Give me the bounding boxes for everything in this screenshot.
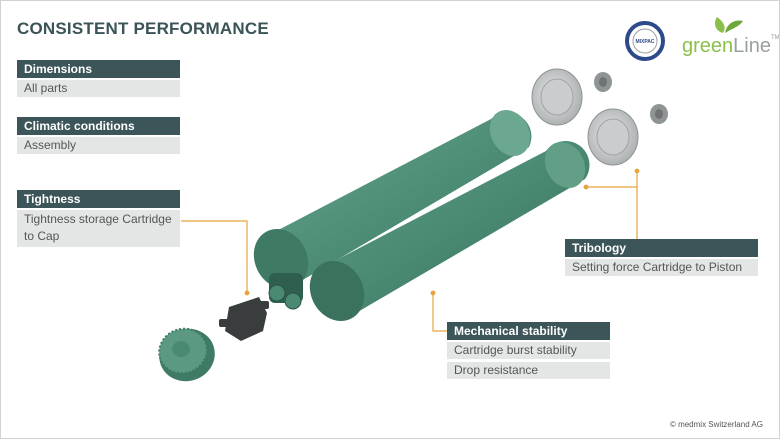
tribology-heading: Tribology	[565, 239, 758, 257]
mechanical-item-burst: Cartridge burst stability	[447, 342, 610, 359]
connector-dot-tightness	[244, 290, 250, 296]
mechanical-item-drop: Drop resistance	[447, 362, 610, 379]
piston-lower	[587, 104, 668, 166]
mixer-element	[219, 297, 269, 341]
climatic-item: Assembly	[17, 137, 180, 154]
climatic-heading: Climatic conditions	[17, 117, 180, 135]
mechanical-heading: Mechanical stability	[447, 322, 610, 340]
dimensions-heading: Dimensions	[17, 60, 180, 78]
cartridge-front	[309, 141, 590, 321]
tightness-item-line1: Tightness storage Cartridge	[24, 212, 172, 226]
connector-tightness	[181, 220, 248, 293]
mixpac-logo-text: MIXPAC	[635, 39, 654, 45]
tightness-item-line2: to Cap	[24, 229, 60, 243]
cartridge-cap	[158, 327, 215, 382]
copyright-notice: © medmix Switzerland AG	[669, 420, 763, 429]
connector-lines	[181, 168, 640, 332]
tribology-item: Setting force Cartridge to Piston	[565, 259, 758, 276]
dimensions-item: All parts	[17, 80, 180, 97]
mixpac-logo: MIXPAC	[625, 21, 665, 61]
tightness-item: Tightness storage Cartridge to Cap	[17, 210, 180, 247]
greenline-logo: greenLineTM	[682, 35, 780, 57]
tightness-heading: Tightness	[17, 190, 180, 208]
greenline-leaf-icon	[715, 17, 743, 33]
page-title: CONSISTENT PERFORMANCE	[17, 19, 269, 38]
piston-upper	[531, 68, 612, 126]
connector-tribology	[586, 186, 638, 241]
connector-mechanical	[432, 293, 447, 332]
cartridge-outlet	[268, 273, 303, 310]
